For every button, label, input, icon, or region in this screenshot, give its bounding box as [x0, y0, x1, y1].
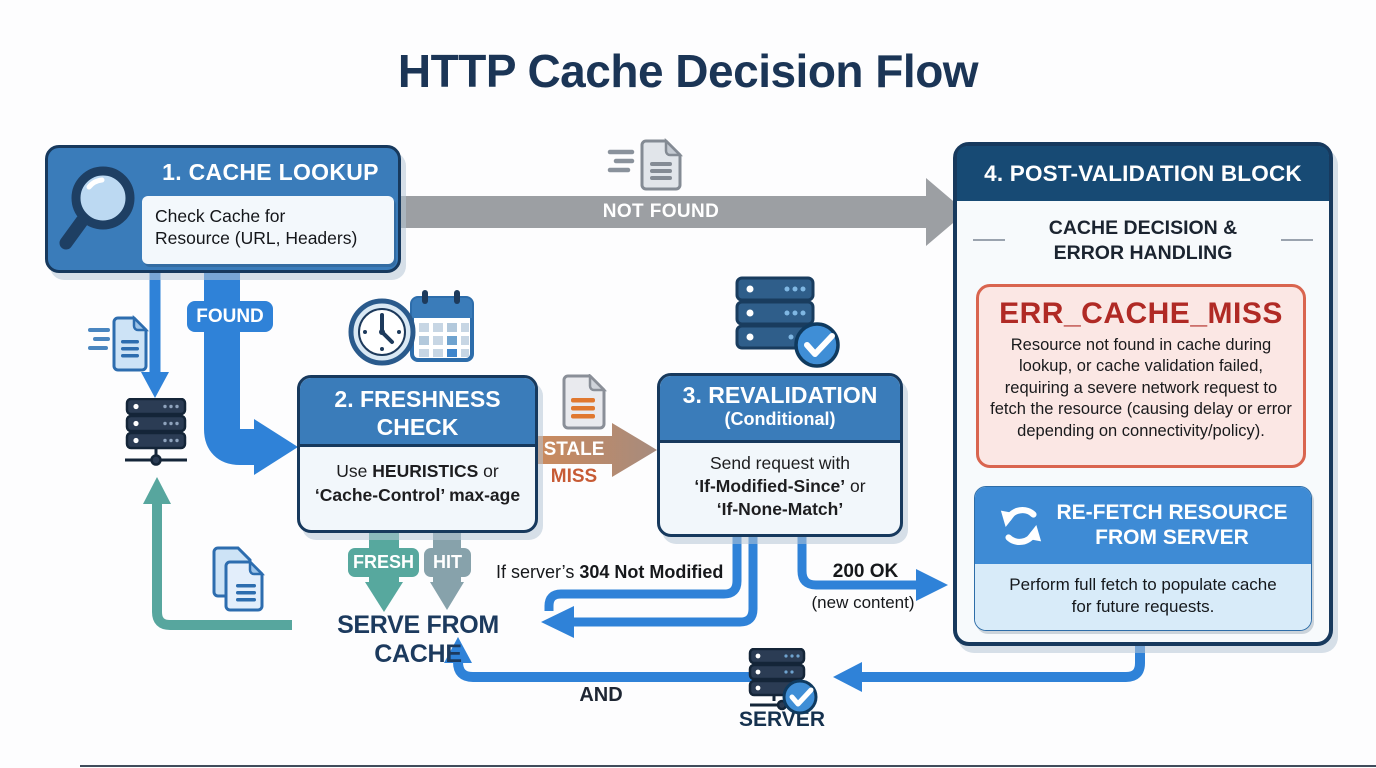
err-cache-miss-box: ERR_CACHE_MISS Resource not found in cac… — [976, 284, 1306, 468]
freshness-check-body: Use HEURISTICS or ‘Cache-Control’ max-age — [300, 447, 535, 507]
fresh-label: FRESH — [348, 548, 419, 577]
reval-304-arrowhead — [541, 606, 574, 638]
post-validation-title: 4. POST-VALIDATION BLOCK — [957, 146, 1329, 201]
hit-arrowhead — [430, 582, 464, 610]
200-ok-label: 200 OK — [832, 561, 899, 582]
page-title: HTTP Cache Decision Flow — [397, 45, 979, 97]
and-label: AND — [579, 684, 623, 706]
stale-document-icon — [562, 374, 608, 430]
cached-pages-icon — [212, 546, 266, 612]
reval-or: or — [845, 476, 866, 497]
not-found-label: NOT FOUND — [602, 201, 720, 222]
refetch-body: Perform full fetch to populate cache for… — [975, 564, 1311, 630]
cache-server-icon — [125, 398, 187, 466]
freshness-check-title: 2. FRESHNESS CHECK — [300, 378, 535, 447]
refetch-resource-box: RE-FETCH RESOURCE FROM SERVER Perform fu… — [974, 486, 1312, 631]
post-validation-box: 4. POST-VALIDATION BLOCK CACHE DECISION … — [953, 142, 1333, 646]
if-server-text: If server’s — [496, 562, 580, 582]
stale-label: STALE — [543, 439, 605, 460]
new-content-label: (new content) — [811, 593, 915, 612]
err-cache-miss-body: Resource not found in cache during looku… — [990, 336, 1292, 440]
found-arrowhead — [254, 419, 298, 475]
revalidation-box: 3. REVALIDATION (Conditional) Send reque… — [657, 373, 903, 537]
refetch-header: RE-FETCH RESOURCE FROM SERVER — [975, 487, 1311, 564]
divider-line-right — [1281, 239, 1313, 241]
refetch-title: RE-FETCH RESOURCE FROM SERVER — [1056, 501, 1288, 549]
freshness-check-box: 2. FRESHNESS CHECK Use HEURISTICS or ‘Cac… — [297, 375, 538, 533]
reval-if-modified-since: ‘If-Modified-Since’ — [694, 476, 846, 497]
fresh-arrowhead — [365, 582, 403, 612]
clock-calendar-icon — [348, 290, 474, 366]
search-icon — [59, 166, 135, 250]
revalidation-title: 3. REVALIDATION — [682, 382, 878, 408]
304-not-modified-label: If server’s 304 Not Modified — [496, 562, 741, 583]
reval-text: Send request with — [709, 453, 851, 473]
bottom-server-icon — [748, 648, 818, 715]
freshness-or: or — [478, 461, 499, 481]
serve-from-cache-label: SERVE FROM CACHE — [337, 611, 499, 668]
err-cache-miss-title: ERR_CACHE_MISS — [999, 297, 1283, 330]
revalidation-header: 3. REVALIDATION (Conditional) — [660, 376, 900, 443]
document-speed-blue-icon — [88, 314, 150, 372]
304-code-text: 304 Not Modified — [579, 562, 724, 582]
cache-lookup-body: Check Cache for Resource (URL, Headers) — [142, 196, 394, 264]
cache-lookup-title: 1. CACHE LOOKUP — [162, 159, 379, 185]
found-arrow — [204, 262, 254, 465]
reval-if-none-match: ‘If-None-Match’ — [716, 499, 844, 520]
document-speed-gray-icon — [607, 138, 684, 191]
revalidation-subtitle: (Conditional) — [724, 409, 836, 429]
found-label: FOUND — [187, 301, 273, 332]
post-validation-subtitle: CACHE DECISION & ERROR HANDLING — [1048, 217, 1238, 265]
refresh-icon — [1001, 506, 1042, 545]
postval-to-server-arrowhead — [833, 662, 862, 692]
freshness-heuristics: HEURISTICS — [372, 461, 479, 481]
divider-line-left — [973, 239, 1005, 241]
miss-label: MISS — [550, 466, 598, 487]
freshness-cache-control: ‘Cache-Control’ max-age — [314, 484, 521, 505]
revalidation-body: Send request with ‘If-Modified-Since’ or‘… — [660, 443, 900, 521]
freshness-text: Use — [336, 461, 373, 481]
bottom-border-line — [80, 764, 1376, 767]
cache-lookup-box: 1. CACHE LOOKUP Check Cache for Resource… — [45, 145, 401, 273]
hit-label: HIT — [424, 548, 471, 577]
serve-to-cache-arrowhead — [143, 477, 171, 504]
server-check-icon — [735, 276, 840, 368]
